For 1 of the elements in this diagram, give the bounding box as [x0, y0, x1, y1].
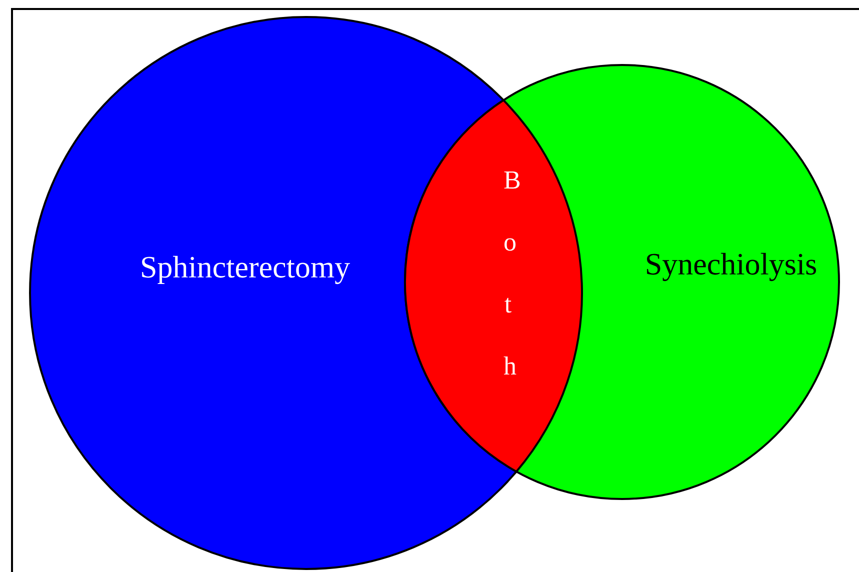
overlap-region: Both: [404, 99, 583, 473]
